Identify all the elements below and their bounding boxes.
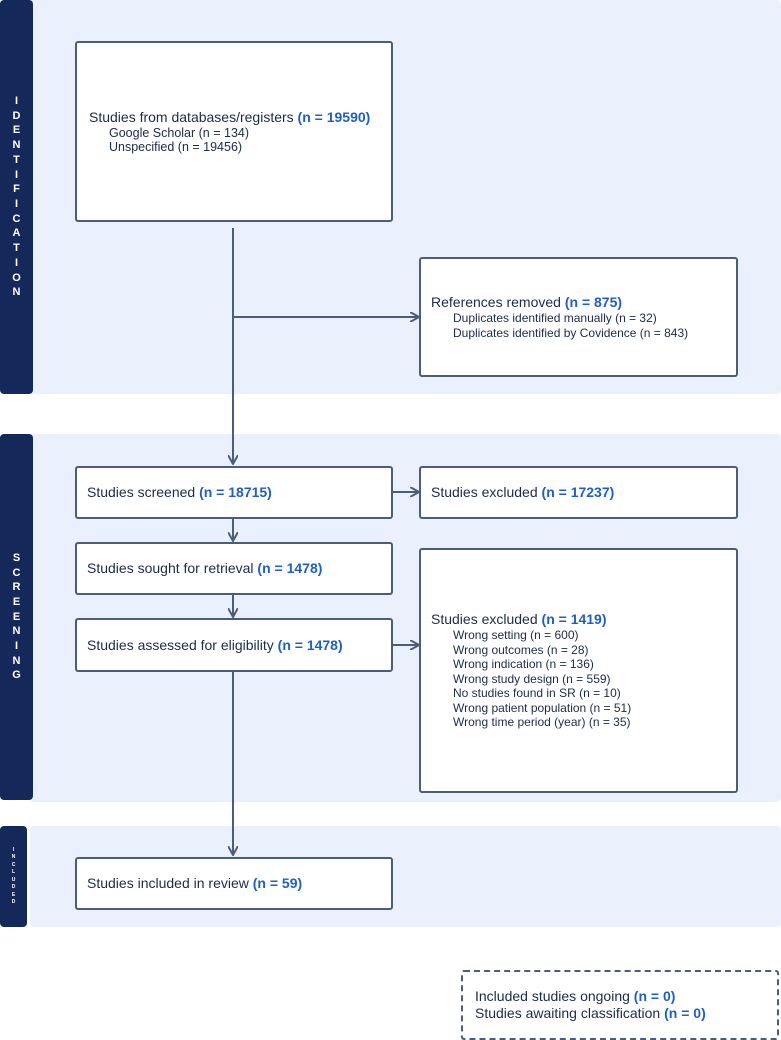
- databases-box: Studies from databases/registers (n = 19…: [75, 41, 393, 222]
- sidebar-letter: C: [12, 212, 21, 225]
- sidebar-letter: I: [14, 168, 19, 181]
- sidebar-letter: E: [11, 891, 16, 898]
- screened-label: Studies screened: [87, 484, 196, 500]
- screened-box: Studies screened (n = 18715): [75, 466, 393, 519]
- sidebar-letter: N: [12, 625, 21, 638]
- included-review-label: Studies included in review: [87, 875, 249, 891]
- reason-wrong-study-design: Wrong study design (n = 559): [453, 671, 611, 686]
- sidebar-letter: L: [11, 869, 16, 875]
- sidebar-letter: I: [14, 256, 19, 269]
- sidebar-letter: S: [12, 551, 21, 564]
- references-removed-box: References removed (n = 875) Duplicates …: [419, 257, 738, 377]
- sidebar-letter: I: [14, 95, 19, 108]
- source-unspecified: Unspecified (n = 19456): [109, 140, 243, 154]
- reason-wrong-patient-population: Wrong patient population (n = 51): [453, 700, 632, 715]
- sidebar-letter: I: [14, 198, 19, 210]
- sidebar-letter: R: [12, 581, 21, 594]
- sidebar-letter: D: [11, 884, 16, 890]
- eligibility-count: (n = 1478): [277, 636, 343, 653]
- reason-wrong-indication: Wrong indication (n = 136): [453, 657, 594, 672]
- duplicates-manual: Duplicates identified manually (n = 32): [453, 311, 657, 325]
- sidebar-letter: D: [12, 109, 21, 122]
- databases-count: (n = 19590): [297, 108, 371, 125]
- references-removed-label: References removed: [431, 294, 561, 310]
- retrieval-count: (n = 1478): [257, 560, 323, 576]
- excluded-screening-count: (n = 17237): [541, 484, 615, 500]
- excluded-fulltext-label: Studies excluded: [431, 611, 538, 628]
- included-review-count: (n = 59): [252, 875, 303, 891]
- eligibility-label: Studies assessed for eligibility: [87, 636, 274, 653]
- reason-wrong-time-period: Wrong time period (year) (n = 35): [453, 715, 631, 730]
- included-review-box: Studies included in review (n = 59): [75, 857, 393, 910]
- ongoing-label: Included studies ongoing: [475, 988, 630, 1004]
- excluded-screening-box: Studies excluded (n = 17237): [419, 466, 738, 519]
- sidebar-letter: T: [13, 242, 20, 255]
- sidebar-letter: N: [12, 139, 21, 152]
- excluded-fulltext-box: Studies excluded (n = 1419) Wrong settin…: [419, 548, 738, 793]
- sidebar-letter: U: [11, 876, 16, 883]
- awaiting-count: (n = 0): [664, 1005, 706, 1021]
- sidebar-letter: I: [14, 640, 19, 653]
- reason-no-studies-in-sr: No studies found in SR (n = 10): [453, 686, 621, 701]
- sidebar-letter: F: [13, 183, 20, 196]
- excluded-screening-label: Studies excluded: [431, 484, 538, 500]
- sidebar-letter: C: [11, 861, 16, 868]
- sidebar-letter: N: [12, 654, 21, 667]
- sidebar-letter: E: [12, 124, 21, 137]
- sidebar-letter: O: [12, 271, 21, 284]
- duplicates-covidence: Duplicates identified by Covidence (n = …: [453, 325, 689, 340]
- screened-count: (n = 18715): [199, 484, 272, 500]
- source-google-scholar: Google Scholar (n = 134): [109, 125, 250, 140]
- sidebar-letter: G: [12, 669, 21, 682]
- sidebar-letter: I: [12, 846, 15, 853]
- sidebar-letter: N: [11, 854, 16, 860]
- ongoing-count: (n = 0): [633, 988, 676, 1004]
- sidebar-letter: A: [12, 227, 21, 240]
- retrieval-box: Studies sought for retrieval (n = 1478): [75, 542, 393, 595]
- awaiting-label: Studies awaiting classification: [475, 1005, 661, 1021]
- databases-label: Studies from databases/registers: [89, 108, 294, 125]
- retrieval-label: Studies sought for retrieval: [87, 560, 254, 576]
- sidebar-letter: E: [12, 610, 21, 623]
- sidebar-letter: D: [11, 899, 16, 905]
- ongoing-awaiting-box: Included studies ongoing (n = 0) Studies…: [461, 970, 779, 1040]
- sidebar-letter: T: [13, 153, 20, 166]
- references-removed-count: (n = 875): [564, 294, 623, 310]
- sidebar-letter: E: [12, 595, 21, 608]
- reason-wrong-outcomes: Wrong outcomes (n = 28): [453, 642, 589, 657]
- reason-wrong-setting: Wrong setting (n = 600): [453, 628, 579, 643]
- eligibility-box: Studies assessed for eligibility (n = 14…: [75, 618, 393, 672]
- excluded-fulltext-count: (n = 1419): [541, 611, 607, 628]
- sidebar-letter: N: [12, 286, 21, 299]
- sidebar-letter: C: [12, 566, 21, 579]
